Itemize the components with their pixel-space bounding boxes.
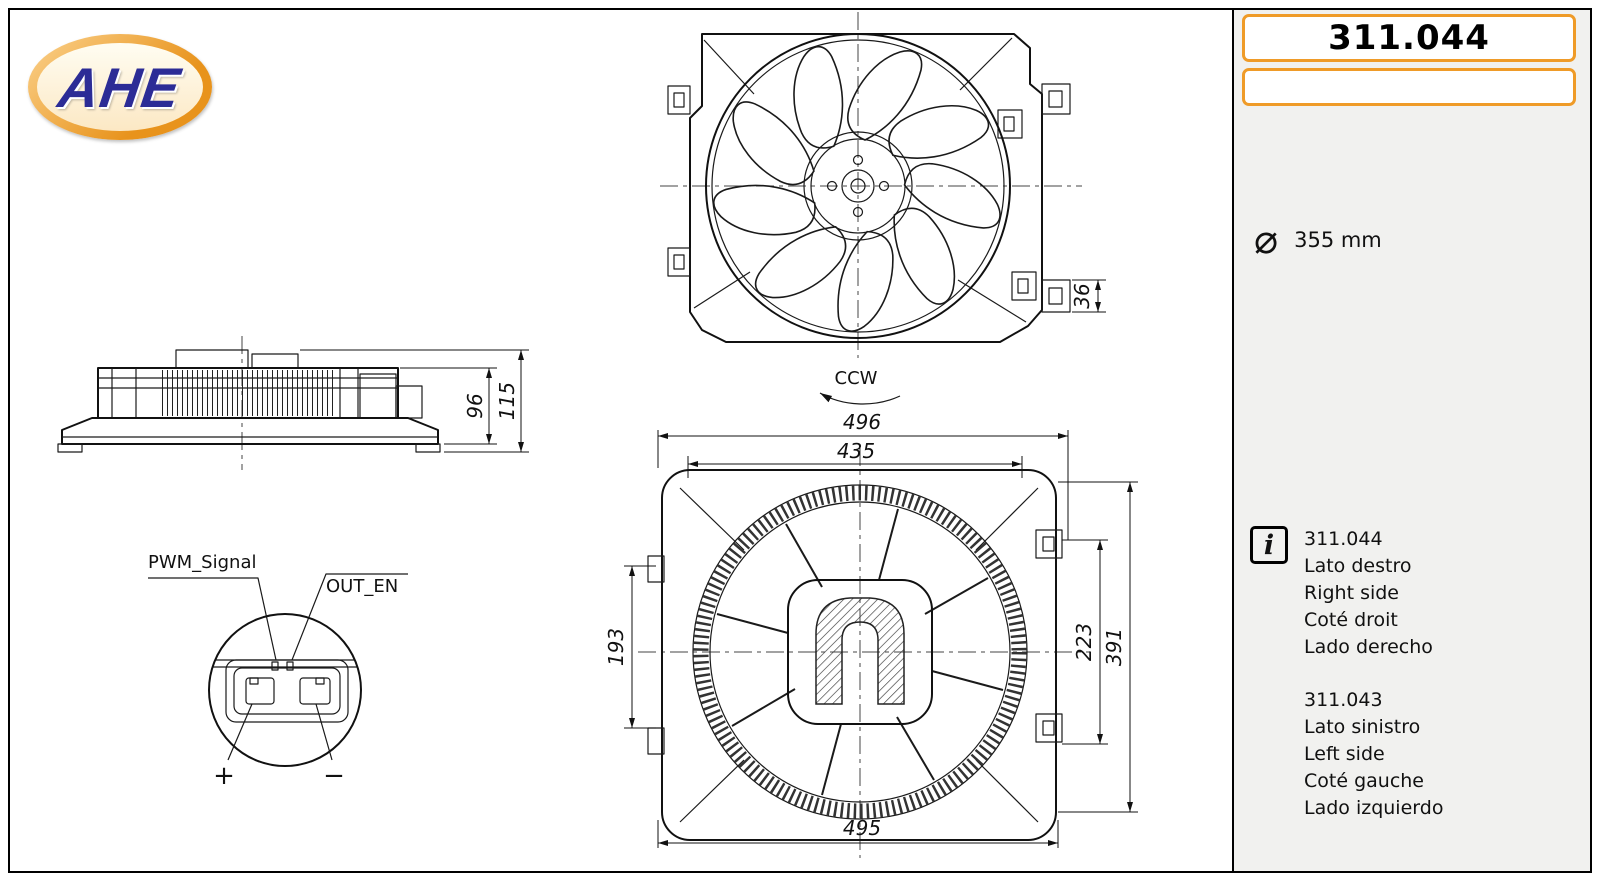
dim-label-435: 435 [837,439,875,463]
variant-list: 311.044 Lato destro Right side Coté droi… [1304,526,1443,822]
fan-rear-view [638,448,1090,858]
part-number: 311.044 [1328,18,1490,58]
info-side-panel: 311.044 ⌀ 355 mm i 311.044 Lato destro R… [1232,10,1590,871]
dim-label-96: 96 [463,393,487,418]
diameter-value: 355 mm [1294,228,1382,252]
page-border [8,8,1592,873]
variant-line: Left side [1304,743,1385,765]
variant-line: Lato sinistro [1304,716,1421,738]
variant-info: i 311.044 Lato destro Right side Coté dr… [1250,526,1443,822]
negative-terminal-label: − [323,761,345,791]
variant-line: Lato destro [1304,555,1412,577]
positive-terminal-label: + [213,761,235,791]
ahe-logo: AHE [28,34,212,140]
variant-line: Lado izquierdo [1304,797,1444,819]
pwm-leader-line [148,577,277,661]
info-icon: i [1250,526,1288,564]
rotation-direction: CCW [819,368,901,405]
variant-line: Coté gauche [1304,770,1424,792]
dim-label-193: 193 [604,628,628,666]
variant-number: 311.044 [1304,528,1383,550]
dim-label-223: 223 [1072,623,1096,661]
dimension-bracket-depth: 36 [1070,279,1106,313]
out-en-leader-line [291,573,408,661]
dim-label-36: 36 [1070,283,1094,308]
dim-label-391: 391 [1102,628,1126,666]
variant-line: Lado derecho [1304,636,1433,658]
variant-line: Right side [1304,582,1399,604]
variant-left-side: 311.043 Lato sinistro Left side Coté gau… [1304,687,1443,822]
dim-label-496: 496 [843,410,881,434]
fan-front-view [660,12,1082,358]
part-number-box: 311.044 [1242,14,1576,62]
dimension-rear: 496 435 193 223 391 495 [604,410,1138,848]
motor-mount-hatched [815,597,905,705]
ahe-logo-text: AHE [54,55,186,119]
ahe-logo-inner: AHE [37,43,203,131]
diameter-spec: ⌀ 355 mm [1254,220,1382,260]
connector-detail: PWM_Signal OUT_EN + − [148,552,408,791]
dim-label-115: 115 [495,382,519,420]
ccw-arrow-icon [819,392,901,405]
diameter-icon: ⌀ [1254,217,1279,263]
ccw-label: CCW [835,368,878,389]
rear-spokes [716,508,1004,796]
dimension-side-heights: 96 115 [300,349,529,453]
secondary-part-box [1242,68,1576,106]
variant-number: 311.043 [1304,689,1383,711]
variant-right-side: 311.044 Lato destro Right side Coté droi… [1304,526,1443,661]
fan-blades [708,40,1003,336]
variant-line: Coté droit [1304,609,1398,631]
dim-label-495: 495 [843,816,881,840]
out-en-label: OUT_EN [326,576,398,597]
fan-hub [803,131,913,241]
pwm-signal-label: PWM_Signal [148,552,256,573]
fan-side-view [57,336,441,470]
